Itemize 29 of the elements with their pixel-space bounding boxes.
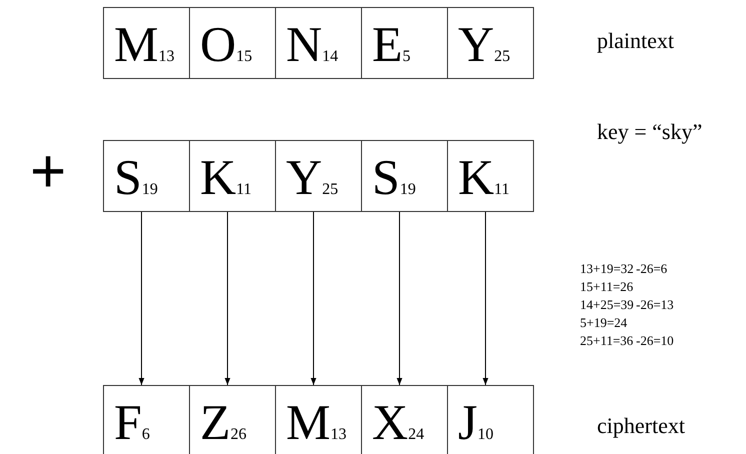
- calculation: 13+19=32: [580, 262, 634, 276]
- calculation: 25+11=36: [580, 334, 634, 348]
- calculation: 15+11=26: [580, 280, 634, 294]
- letter-cell: [189, 7, 276, 79]
- letter-cell: [447, 140, 534, 212]
- arrow: [138, 212, 144, 386]
- calculation: -26=13: [636, 298, 674, 312]
- cipher-label: ciphertext: [597, 414, 685, 438]
- letter-cell: [447, 385, 534, 454]
- calculation: 5+19=24: [580, 316, 628, 330]
- arrow: [396, 212, 402, 386]
- calculation: -26=10: [636, 334, 674, 348]
- plain-label: plaintext: [597, 29, 674, 54]
- arrow: [310, 212, 316, 386]
- letter-cell: [361, 140, 448, 212]
- letter-cell: [447, 7, 534, 79]
- letter-cell: [275, 7, 362, 79]
- letter-cell: [275, 140, 362, 212]
- letter-cell: [103, 7, 190, 79]
- calculation: 14+25=39: [580, 298, 634, 312]
- arrow: [224, 212, 230, 386]
- plus-sign: +: [30, 138, 66, 206]
- letter-cell: [103, 385, 190, 454]
- letter-cell: [189, 140, 276, 212]
- key-label: key = “sky”: [597, 120, 702, 144]
- calculation: -26=6: [636, 262, 668, 276]
- letter-cell: [103, 140, 190, 212]
- arrow: [482, 212, 488, 386]
- letter-cell: [361, 7, 448, 79]
